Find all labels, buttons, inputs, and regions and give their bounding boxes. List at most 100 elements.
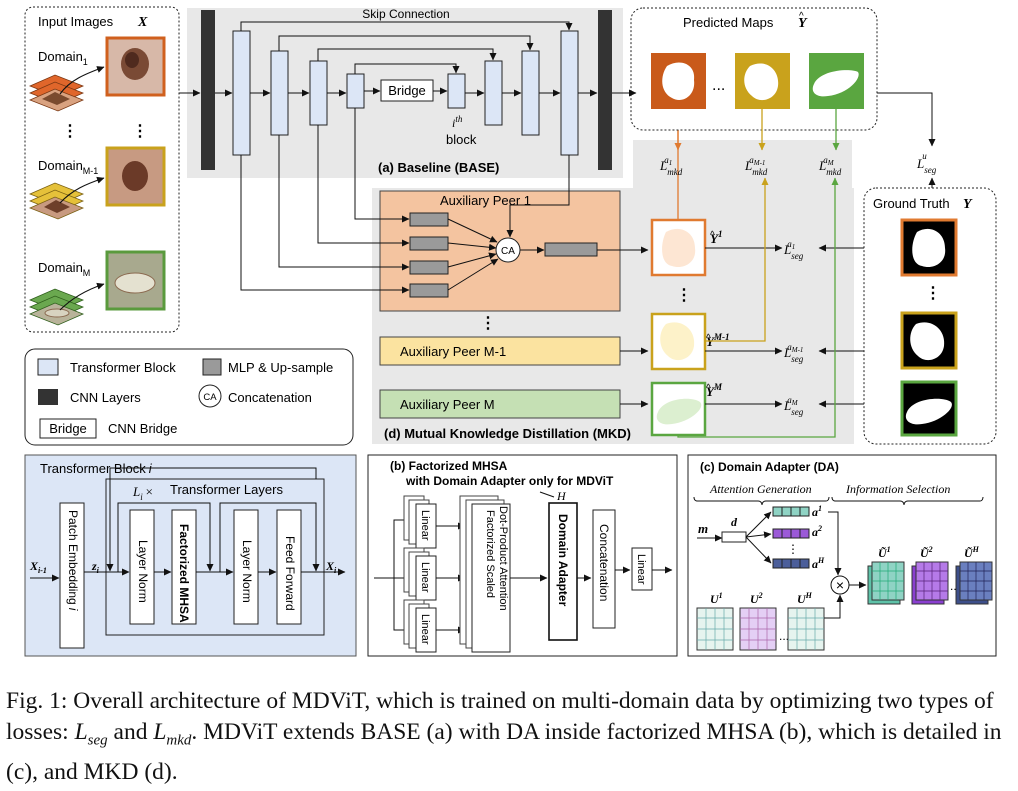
domain1-sample-image [105, 36, 166, 97]
factorized-mhsa-panel: (b) Factorized MHSA with Domain Adapter … [367, 454, 678, 657]
svg-text:Lsegu: Lsegu [916, 151, 937, 175]
attention-vectors: ⋮ a1 a2 aH [772, 504, 825, 571]
svg-text:Y: Y [963, 197, 973, 212]
svg-text:block: block [446, 132, 477, 147]
svg-text:Information Selection: Information Selection [845, 482, 950, 496]
svg-text:LsegaM-1: LsegaM-1 [783, 342, 804, 364]
svg-text:⋮: ⋮ [62, 123, 78, 140]
svg-text:YM: YM [706, 382, 723, 399]
svg-text:zi: zi [91, 559, 100, 575]
mkd-panel: Auxiliary Peer 1 CA ⋮ Auxiliary Peer M-1… [240, 108, 900, 444]
svg-text:d: d [731, 515, 738, 529]
svg-text:Auxiliary Peer M: Auxiliary Peer M [400, 397, 495, 412]
svg-text:Predicted Maps: Predicted Maps [683, 15, 774, 30]
svg-text:⋮: ⋮ [676, 287, 692, 304]
svg-text:H: H [556, 489, 567, 503]
input-images-panel: Input Images X Domain1 ⋮ ⋮ DomainM-1 [24, 6, 180, 333]
svg-text:⋮: ⋮ [480, 315, 496, 332]
svg-text:DomainM-1: DomainM-1 [38, 158, 98, 176]
svg-text:⋮: ⋮ [132, 123, 148, 140]
svg-text:CA: CA [501, 246, 515, 257]
svg-text:DomainM: DomainM [38, 260, 90, 278]
svg-text:CNN Layers: CNN Layers [70, 390, 141, 405]
svg-text:(b) Factorized MHSA: (b) Factorized MHSA [390, 459, 508, 473]
baseline-panel: Skip Connection Bridge ith b [179, 7, 623, 178]
svg-text:Factorized MHSA: Factorized MHSA [177, 524, 191, 623]
svg-text:...: ... [712, 77, 725, 94]
svg-text:⋮: ⋮ [925, 285, 941, 302]
svg-text:Input Images: Input Images [38, 14, 114, 29]
svg-text:Layer Norm: Layer Norm [240, 540, 254, 603]
svg-text:Y1: Y1 [710, 229, 722, 246]
svg-text:Xi-1: Xi-1 [29, 559, 47, 575]
svg-text:UH: UH [797, 591, 813, 606]
linear-stack-bottom: Linear [403, 599, 437, 653]
svg-text:Bridge: Bridge [388, 83, 426, 98]
svg-text:U2: U2 [750, 591, 763, 606]
svg-text:m: m [698, 521, 708, 536]
predicted-maps-panel: Predicted Maps Y ^ ... [612, 7, 936, 151]
svg-text:CA: CA [203, 392, 217, 403]
u-tilde-grids: Ũ1 Ũ2 ŨH ... [867, 545, 993, 605]
svg-text:Auxiliary Peer 1: Auxiliary Peer 1 [440, 193, 531, 208]
svg-text:aH: aH [812, 556, 825, 571]
svg-text:LmkdaM-1: LmkdaM-1 [744, 155, 768, 177]
domainM-sample-image [105, 250, 166, 311]
svg-text:(c) Domain Adapter (DA): (c) Domain Adapter (DA) [700, 460, 839, 474]
svg-text:Concatenation: Concatenation [228, 390, 312, 405]
svg-text:Auxiliary Peer M-1: Auxiliary Peer M-1 [400, 344, 506, 359]
svg-text:Lmkda1: Lmkda1 [659, 155, 683, 177]
svg-text:Lsega1: Lsega1 [783, 239, 804, 261]
svg-text:Factorized Scaled: Factorized Scaled [484, 510, 496, 598]
svg-text:Domain Adapter: Domain Adapter [556, 514, 570, 607]
svg-text:^: ^ [706, 383, 711, 394]
domainM1-image-stack [28, 182, 85, 220]
svg-text:Linear: Linear [635, 554, 647, 585]
svg-text:Transformer Layers: Transformer Layers [170, 482, 283, 497]
svg-text:Domain1: Domain1 [38, 49, 88, 67]
svg-text:a2: a2 [812, 524, 822, 539]
domain-adapter-panel: (c) Domain Adapter (DA) Attention Genera… [687, 454, 997, 657]
architecture-figure: Input Images X Domain1 ⋮ ⋮ DomainM-1 [24, 6, 997, 657]
svg-text:Y: Y [798, 16, 808, 31]
svg-text:Skip Connection: Skip Connection [362, 7, 449, 21]
linear-stack-top: Linear [403, 495, 437, 549]
svg-text:Xi: Xi [325, 559, 337, 575]
domain1-image-stack [28, 74, 85, 112]
mkd-losses: Lmkda1 LmkdaM-1 LmkdaM Lsegu [659, 151, 937, 177]
svg-text:Concatenation: Concatenation [597, 524, 611, 601]
svg-text:Linear: Linear [419, 614, 431, 645]
ground-truth-panel: Ground Truth Y ⋮ [863, 177, 997, 445]
svg-text:Feed Forward: Feed Forward [283, 536, 297, 611]
svg-text:^: ^ [706, 333, 711, 344]
figure-caption: Fig. 1: Overall architecture of MDViT, w… [6, 688, 1002, 785]
svg-text:×: × [836, 577, 844, 593]
domainM-image-stack [28, 288, 85, 326]
svg-text:CNN Bridge: CNN Bridge [108, 421, 177, 436]
legend: Transformer Block MLP & Up-sample CNN La… [24, 348, 354, 446]
svg-text:Ground Truth: Ground Truth [873, 196, 950, 211]
svg-text:^: ^ [710, 230, 715, 241]
svg-text:ith: ith [452, 114, 463, 130]
svg-text:X: X [137, 15, 148, 30]
svg-text:Dot-Product Attention: Dot-Product Attention [497, 506, 509, 611]
svg-text:...: ... [950, 579, 960, 593]
svg-text:Bridge: Bridge [49, 421, 87, 436]
domainM1-sample-image [105, 146, 166, 207]
svg-text:ŨH: ŨH [964, 545, 980, 560]
u-feature-grids: U1 U2 UH ... [696, 591, 825, 651]
svg-text:(d) Mutual Knowledge Distillat: (d) Mutual Knowledge Distillation (MKD) [384, 426, 631, 441]
svg-text:Linear: Linear [419, 562, 431, 593]
linear-stack-mid: Linear [403, 547, 437, 601]
svg-text:Ũ1: Ũ1 [878, 545, 891, 560]
svg-text:Transformer Block: Transformer Block [70, 360, 176, 375]
svg-text:LmkdaM: LmkdaM [818, 155, 842, 177]
svg-text:⋮: ⋮ [787, 542, 799, 556]
svg-text:Linear: Linear [419, 510, 431, 541]
svg-text:Li×: Li× [132, 484, 154, 502]
svg-text:with Domain Adapter only for M: with Domain Adapter only for MDViT [405, 474, 614, 488]
svg-text:(a) Baseline (BASE): (a) Baseline (BASE) [378, 160, 499, 175]
svg-text:Ũ2: Ũ2 [920, 545, 933, 560]
svg-text:Attention Generation: Attention Generation [709, 482, 812, 496]
